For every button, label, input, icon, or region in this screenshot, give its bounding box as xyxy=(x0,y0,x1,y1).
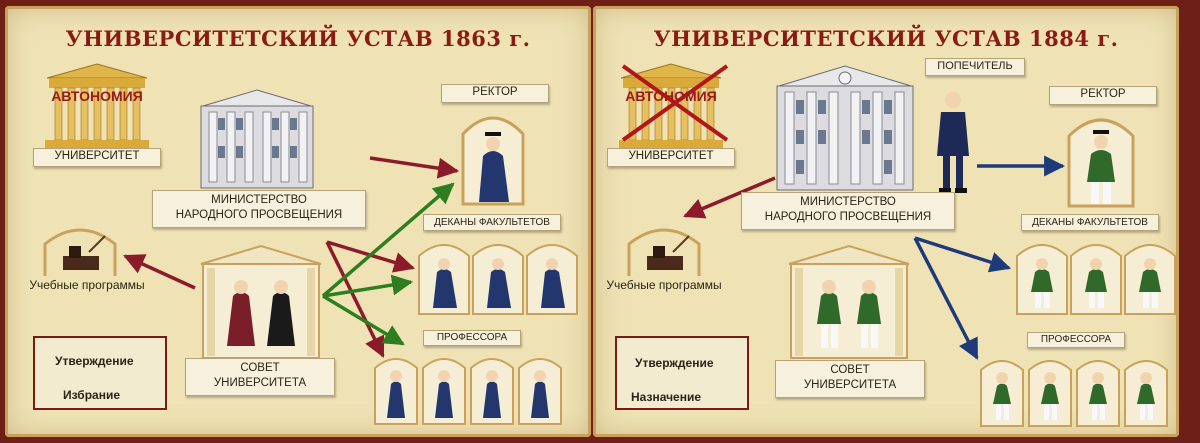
trustee-figure-icon xyxy=(937,92,969,193)
legend-election-label: Избрание xyxy=(63,388,121,402)
election-arrows xyxy=(321,182,455,346)
professors-group xyxy=(374,358,562,425)
council-line1: СОВЕТ xyxy=(830,364,870,376)
diagram-1863 xyxy=(43,63,578,425)
council-line2: УНИВЕРСИТЕТА xyxy=(213,377,307,389)
ministry-line1: МИНИСТЕРСТВО xyxy=(211,194,307,206)
deans-banner: ДЕКАНЫ ФАКУЛЬТЕТОВ xyxy=(423,214,561,231)
council-line1: СОВЕТ xyxy=(240,362,280,374)
ministry-building-icon xyxy=(776,65,914,191)
deans-group xyxy=(1016,244,1176,315)
page-title-1884: УНИВЕРСИТЕТСКИЙ УСТАВ 1884 г. xyxy=(653,26,1119,51)
deans-group xyxy=(418,244,578,315)
professors-group xyxy=(980,360,1168,427)
professors-banner: ПРОФЕССОРА xyxy=(423,330,521,346)
council-banner: СОВЕТ УНИВЕРСИТЕТА xyxy=(775,360,925,398)
autonomy-label: АВТОНОМИЯ xyxy=(625,88,717,104)
rector-arch xyxy=(461,116,525,206)
university-banner: УНИВЕРСИТЕТ xyxy=(607,148,735,167)
autonomy-label: АВТОНОМИЯ xyxy=(51,88,143,104)
professors-banner: ПРОФЕССОРА xyxy=(1027,332,1125,348)
diagram-1884 xyxy=(619,63,1176,427)
rector-banner: РЕКТОР xyxy=(441,84,549,103)
inkwell-quill-icon xyxy=(43,228,117,276)
ministry-banner: МИНИСТЕРСТВО НАРОДНОГО ПРОСВЕЩЕНИЯ xyxy=(741,192,955,230)
trustee-banner: ПОПЕЧИТЕЛЬ xyxy=(925,58,1025,76)
rector-banner: РЕКТОР xyxy=(1049,86,1157,105)
council-banner: СОВЕТ УНИВЕРСИТЕТА xyxy=(185,358,335,396)
deans-banner: ДЕКАНЫ ФАКУЛЬТЕТОВ xyxy=(1021,214,1159,231)
ministry-banner: МИНИСТЕРСТВО НАРОДНОГО ПРОСВЕЩЕНИЯ xyxy=(152,190,366,228)
page-title-1863: УНИВЕРСИТЕТСКИЙ УСТАВ 1863 г. xyxy=(65,26,531,51)
council-building xyxy=(200,244,322,359)
legend-approval-label: Утверждение xyxy=(635,356,714,370)
legend-1884: Утверждение Назначение xyxy=(615,336,749,410)
university-building-icon xyxy=(45,63,149,148)
legend-appointment-label: Назначение xyxy=(631,390,702,404)
ministry-line2: НАРОДНОГО ПРОСВЕЩЕНИЯ xyxy=(175,209,343,221)
rector-arch xyxy=(1067,118,1135,208)
ministry-line1: МИНИСТЕРСТВО xyxy=(800,196,896,208)
appointment-arrows xyxy=(913,155,1066,360)
ministry-building-icon xyxy=(200,89,314,189)
legend-1863: Утверждение Избрание xyxy=(33,336,167,410)
university-building-crossed-icon xyxy=(619,63,729,148)
programs-label: Учебные программы xyxy=(29,278,145,292)
panel-1884: УНИВЕРСИТЕТСКИЙ УСТАВ 1884 г. xyxy=(593,6,1179,437)
inkwell-quill-icon xyxy=(627,228,701,276)
council-line2: УНИВЕРСИТЕТА xyxy=(803,379,897,391)
university-banner: УНИВЕРСИТЕТ xyxy=(33,148,161,167)
programs-label: Учебные программы xyxy=(606,278,722,292)
council-building xyxy=(788,244,910,359)
legend-approval-label: Утверждение xyxy=(55,354,134,368)
approval-arrows xyxy=(683,176,776,219)
panel-1863: УНИВЕРСИТЕТСКИЙ УСТАВ 1863 г. xyxy=(5,6,591,437)
ministry-line2: НАРОДНОГО ПРОСВЕЩЕНИЯ xyxy=(764,211,932,223)
